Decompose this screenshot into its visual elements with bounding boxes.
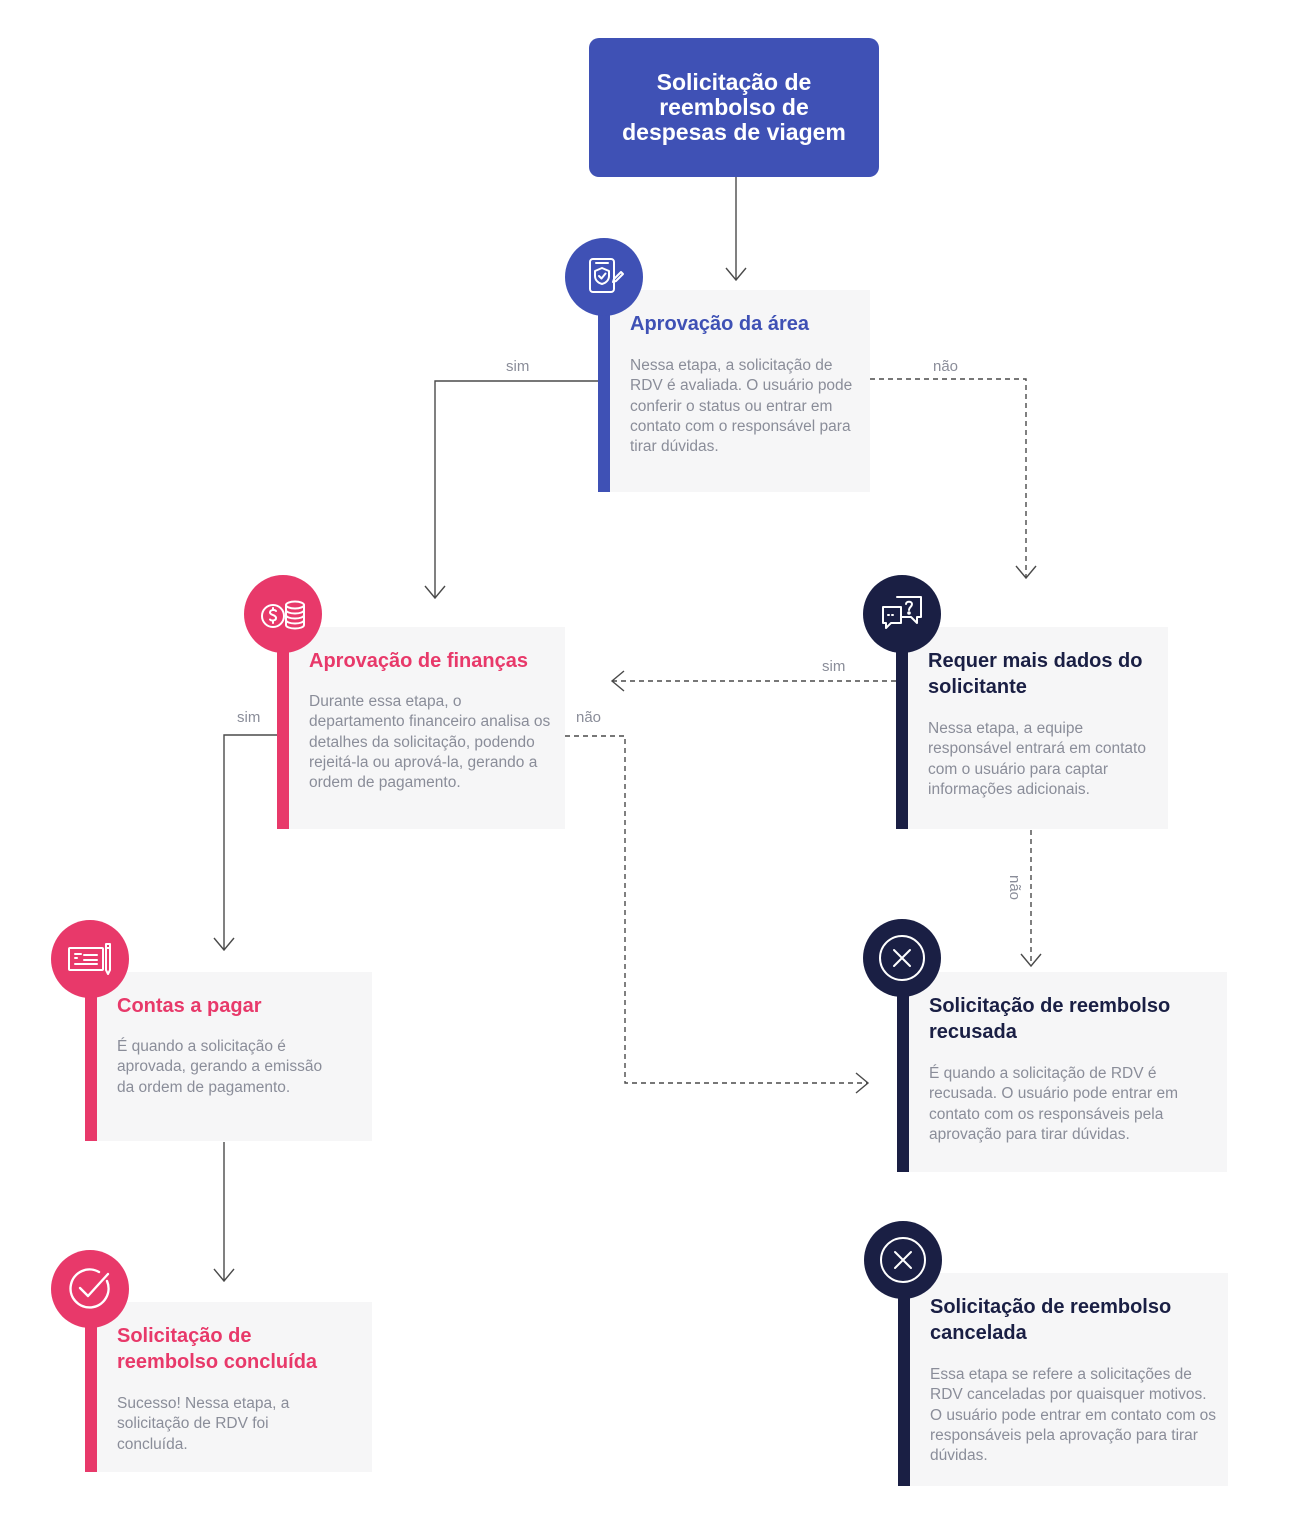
node-icon-badge [863, 575, 941, 653]
check-payment-icon [68, 943, 111, 975]
chat-question-icon [882, 596, 922, 629]
node-title: Solicitação de reembolso concluída [117, 1325, 318, 1373]
check-circle-icon [69, 1268, 110, 1309]
arrowhead-financas-left [610, 670, 625, 692]
coins-icon [261, 600, 305, 630]
node-description: É quando a solicitação de RDV é recusada… [929, 1065, 1178, 1143]
edge-label-dados-nao: não [1006, 875, 1023, 901]
node-icon-badge [863, 919, 941, 997]
node-title: Requer mais dados do solicitante [928, 650, 1143, 698]
start-title: Solicitação de reembolso de despesas de … [622, 69, 846, 145]
card-aprovacao-area [598, 290, 870, 492]
node-icon-badge [565, 238, 643, 316]
card-reembolso-recusada [897, 972, 1227, 1172]
edge-label-financas-nao: não [576, 709, 602, 726]
card-contas-pagar [85, 972, 372, 1141]
node-description: Sucesso! Nessa etapa, a solicitação de R… [117, 1395, 290, 1453]
accent-bar [85, 1302, 97, 1472]
connector-start-to-area [725, 177, 747, 282]
connector-area-to-financas [424, 380, 598, 600]
node-title: Contas a pagar [117, 995, 262, 1017]
card-reembolso-cancelada [898, 1273, 1228, 1486]
accent-bar [277, 627, 289, 829]
node-title: Aprovação da área [630, 313, 809, 335]
node-icon-badge [244, 575, 322, 653]
card-requer-dados [896, 627, 1168, 829]
node-icon-badge [51, 920, 129, 998]
start-node: Solicitação de reembolso de despesas de … [589, 38, 879, 177]
node-description: É quando a solicitação é aprovada, geran… [117, 1038, 323, 1096]
accent-bar [897, 972, 909, 1172]
card-reembolso-concluida [85, 1302, 372, 1472]
edge-label-dados-sim: sim [822, 658, 846, 675]
node-title: Aprovação de finanças [309, 650, 528, 672]
accent-bar [85, 972, 97, 1141]
document-check-icon [589, 258, 624, 293]
accent-bar [896, 627, 908, 829]
edge-label-area-nao: não [933, 358, 959, 375]
arrowhead-dados [1015, 565, 1037, 580]
arrowhead-recusada-down [1020, 953, 1042, 968]
connector-area-to-dados [870, 378, 1027, 578]
node-description: Essa etapa se refere a solicitações de R… [930, 1366, 1217, 1465]
connector-contas-to-concluida [213, 1142, 235, 1283]
connector-financas-to-contas [213, 734, 277, 952]
node-title: Solicitação de reembolso recusada [929, 995, 1171, 1043]
node-description: Nessa etapa, a equipe responsável entrar… [928, 720, 1146, 798]
edge-label-financas-sim: sim [237, 709, 261, 726]
x-circle-icon [879, 935, 925, 981]
accent-bar [898, 1273, 910, 1486]
x-circle-icon [880, 1237, 926, 1283]
node-icon-badge [51, 1250, 129, 1328]
edge-label-area-sim: sim [506, 358, 530, 375]
node-description: Durante essa etapa, o departamento finan… [309, 693, 551, 792]
node-icon-badge [864, 1221, 942, 1299]
arrowhead-recusada-right [855, 1072, 870, 1094]
node-title: Solicitação de reembolso cancelada [930, 1296, 1172, 1344]
connector-financas-to-recusada [565, 735, 868, 1084]
card-aprovacao-financas [277, 627, 565, 829]
node-description: Nessa etapa, a solicitação de RDV é aval… [630, 357, 853, 456]
accent-bar [598, 290, 610, 492]
